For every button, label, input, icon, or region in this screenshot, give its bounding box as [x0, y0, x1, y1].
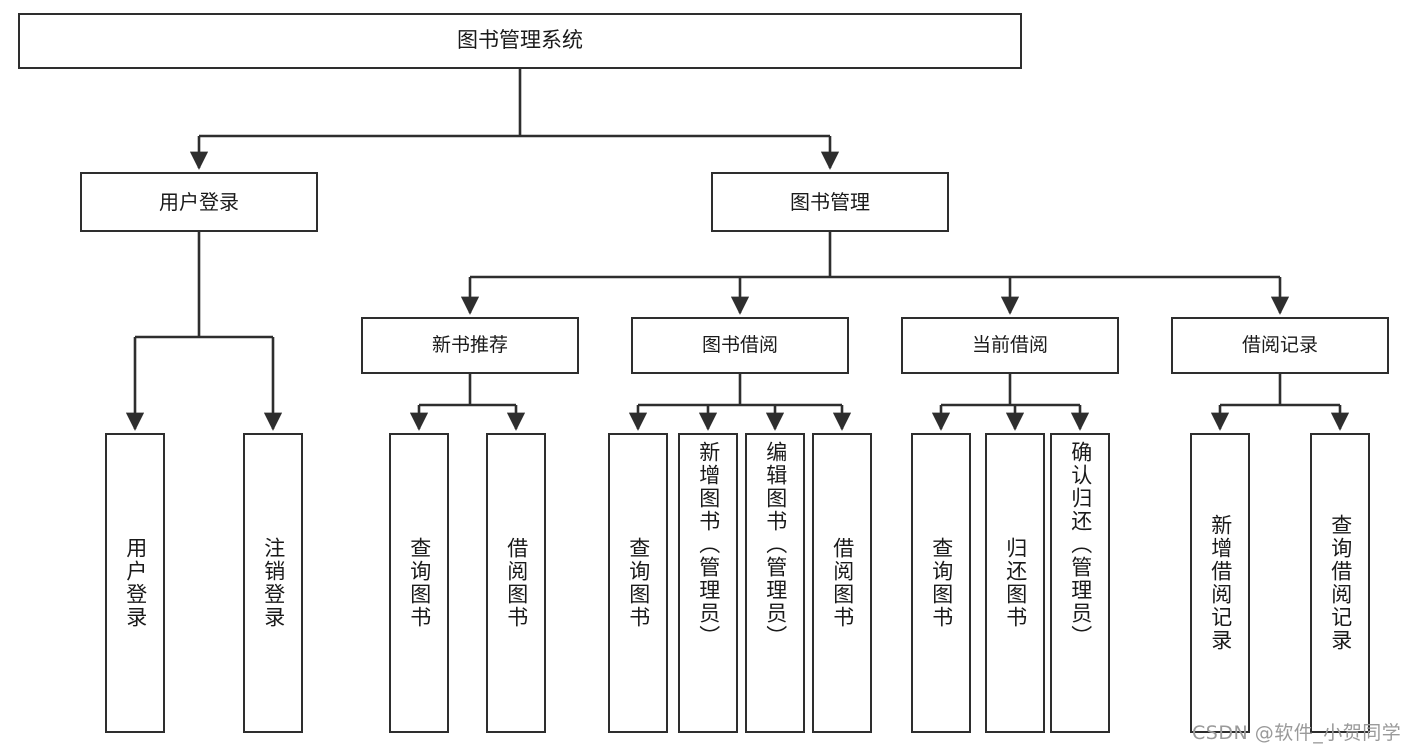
node-root[interactable]: 图书管理系统 [18, 13, 1022, 69]
node-user-login[interactable]: 用户登录 [80, 172, 318, 232]
node-leaf-query-book-1[interactable]: 查询图书 [389, 433, 449, 733]
csdn-watermark: CSDN @软件_小贺同学 [1192, 722, 1402, 744]
node-leaf-add-book-admin[interactable]: 新增图书（管理员） [678, 433, 738, 733]
node-leaf-user-logout[interactable]: 注销登录 [243, 433, 303, 733]
node-book-manage[interactable]: 图书管理 [711, 172, 949, 232]
node-leaf-query-book-2[interactable]: 查询图书 [608, 433, 668, 733]
node-leaf-borrow-book-1[interactable]: 借阅图书 [486, 433, 546, 733]
node-leaf-user-login[interactable]: 用户登录 [105, 433, 165, 733]
node-leaf-confirm-return-admin[interactable]: 确认归还（管理员） [1050, 433, 1110, 733]
node-current-borrow[interactable]: 当前借阅 [901, 317, 1119, 374]
node-leaf-edit-book-admin[interactable]: 编辑图书（管理员） [745, 433, 805, 733]
node-leaf-return-book[interactable]: 归还图书 [985, 433, 1045, 733]
node-leaf-borrow-book-2[interactable]: 借阅图书 [812, 433, 872, 733]
node-book-borrow[interactable]: 图书借阅 [631, 317, 849, 374]
node-leaf-query-borrow-record[interactable]: 查询借阅记录 [1310, 433, 1370, 733]
node-leaf-query-book-3[interactable]: 查询图书 [911, 433, 971, 733]
node-borrow-record[interactable]: 借阅记录 [1171, 317, 1389, 374]
node-new-book-recommend[interactable]: 新书推荐 [361, 317, 579, 374]
node-leaf-add-borrow-record[interactable]: 新增借阅记录 [1190, 433, 1250, 733]
